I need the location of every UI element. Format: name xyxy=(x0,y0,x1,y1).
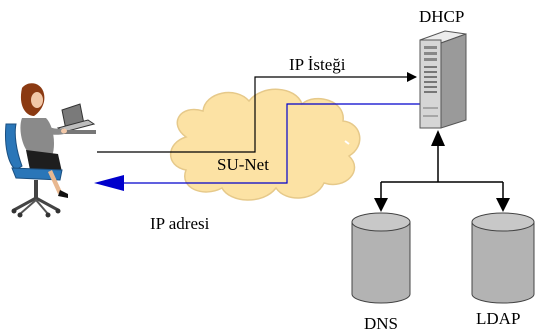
ip-request-connector xyxy=(97,72,417,153)
dns-arrowhead xyxy=(374,198,388,212)
dhcp-label: DHCP xyxy=(419,7,464,26)
su-net-cloud xyxy=(170,88,361,201)
ldap-label: LDAP xyxy=(476,309,520,328)
response-arrowhead xyxy=(94,175,124,191)
dhcp-up-arrowhead xyxy=(431,130,445,146)
dns-label: DNS xyxy=(364,314,398,333)
dhcp-backend-connector xyxy=(374,130,510,212)
woman-at-laptop-icon xyxy=(5,83,96,218)
ldap-arrowhead xyxy=(496,198,510,212)
ip-response-label: IP adresi xyxy=(150,214,210,233)
dns-database-icon xyxy=(351,212,411,304)
su-net-label: SU-Net xyxy=(217,155,269,174)
ldap-database-icon xyxy=(471,212,535,304)
ip-response-connector xyxy=(94,103,420,191)
server-tower-icon xyxy=(419,30,467,129)
ip-request-label: IP İsteği xyxy=(289,55,346,74)
